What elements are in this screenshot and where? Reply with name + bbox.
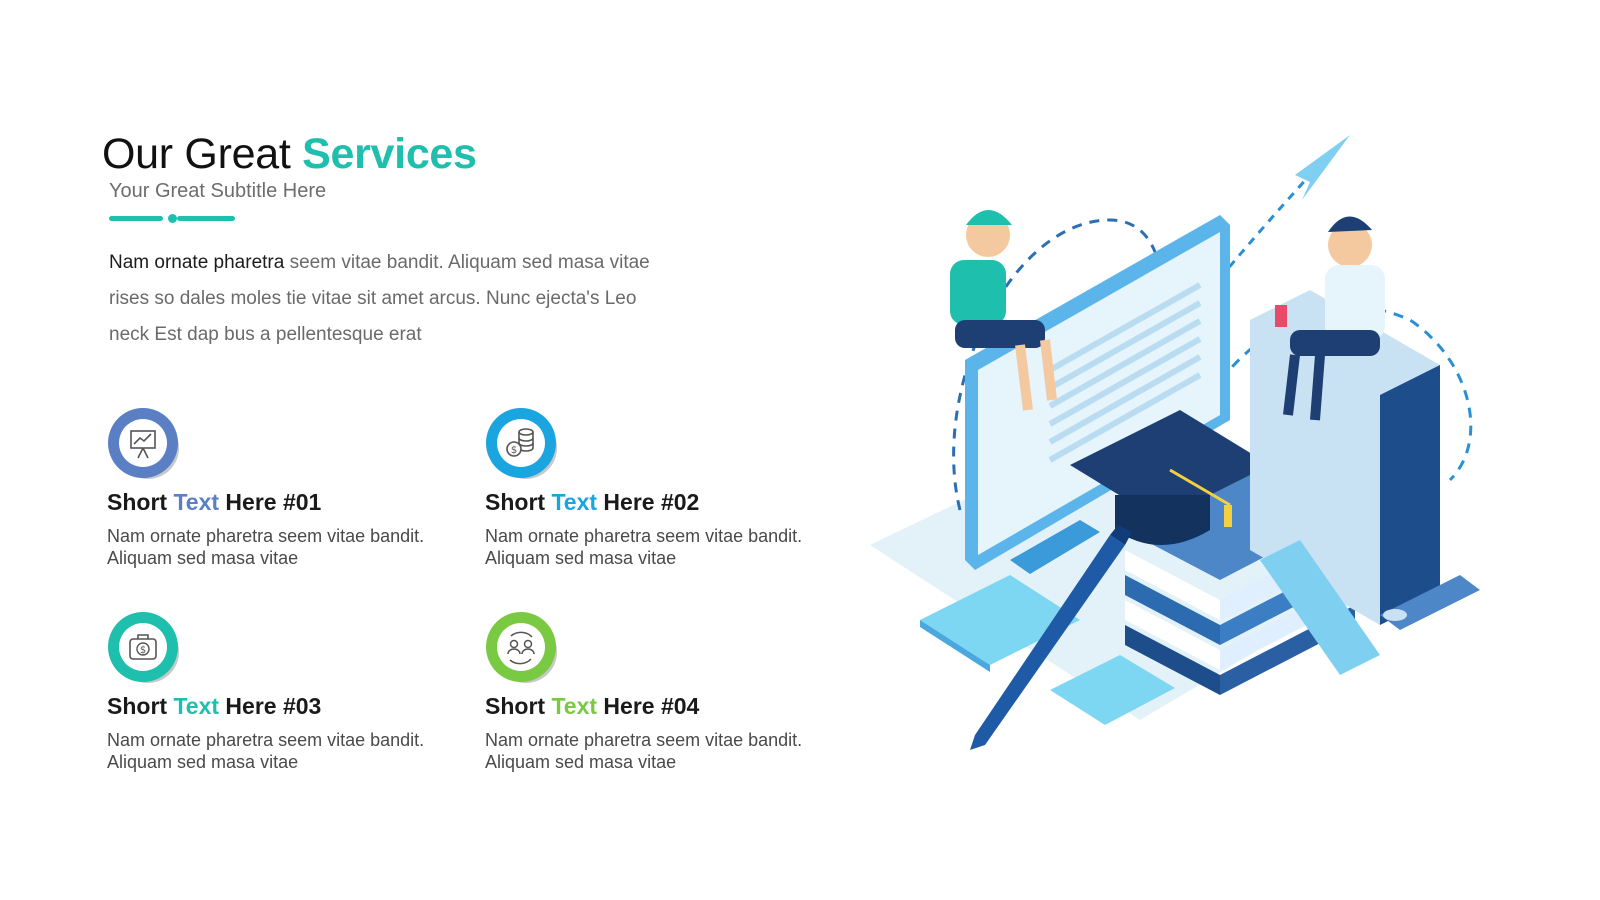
service-title: Short Text Here #04 — [485, 693, 700, 719]
title-main: Our Great — [102, 130, 303, 178]
presentation-board-icon — [107, 407, 183, 483]
svg-text:$: $ — [511, 445, 517, 456]
title-divider — [109, 213, 237, 223]
service-title: Short Text Here #02 — [485, 489, 700, 515]
svg-text:$: $ — [140, 645, 146, 656]
service-description: Nam ornate pharetra seem vitae bandit. A… — [485, 730, 803, 772]
intro-rest: seem vitae bandit. Aliquam sed masa vita… — [109, 252, 650, 345]
intro-paragraph: Nam ornate pharetra seem vitae bandit. A… — [109, 245, 669, 353]
coin-stack-icon: $ — [485, 407, 561, 483]
service-description: Nam ornate pharetra seem vitae bandit. A… — [485, 526, 803, 568]
money-briefcase-icon: $ — [107, 611, 183, 687]
team-exchange-icon — [485, 611, 561, 687]
service-description: Nam ornate pharetra seem vitae bandit. A… — [107, 526, 425, 568]
title-accent: Services — [302, 130, 477, 178]
intro-lead: Nam ornate pharetra — [109, 252, 285, 273]
service-title: Short Text Here #01 — [107, 489, 322, 515]
education-illustration — [870, 120, 1530, 780]
page-title: Our Great Services — [102, 130, 477, 179]
service-title: Short Text Here #03 — [107, 693, 322, 719]
service-description: Nam ornate pharetra seem vitae bandit. A… — [107, 730, 425, 772]
page-subtitle: Your Great Subtitle Here — [109, 180, 327, 202]
